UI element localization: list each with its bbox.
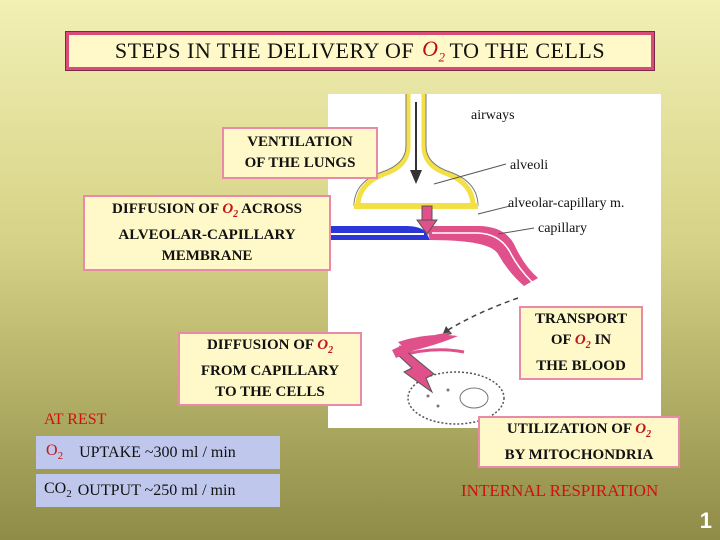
- step-diffusion-membrane: DIFFUSION OF O2 ACROSS ALVEOLAR-CAPILLAR…: [83, 195, 331, 271]
- capillary-arterial: [426, 226, 538, 286]
- airway-outline-left: [353, 94, 407, 207]
- stat-co2-symbol: CO2: [44, 480, 72, 501]
- at-rest-label: AT REST: [44, 411, 107, 428]
- step-diffusion-cells: DIFFUSION OF O2 FROM CAPILLARY TO THE CE…: [178, 332, 362, 406]
- step-transport: TRANSPORT OF O2 IN THE BLOOD: [519, 306, 643, 380]
- airflow-arrow-head: [410, 170, 422, 184]
- title-banner: STEPS IN THE DELIVERY OF O2 TO THE CELLS: [65, 31, 655, 71]
- title-suffix: TO THE CELLS: [449, 38, 606, 63]
- transport-path: [447, 297, 519, 331]
- airway-outline-right: [425, 94, 479, 207]
- stat-o2-uptake: O2 UPTAKE ~300 ml / min: [36, 436, 280, 469]
- capillary-pointer: [497, 227, 535, 235]
- stat-o2-symbol: O2: [46, 442, 64, 463]
- alveoli-pointer: [433, 163, 507, 185]
- label-airways: airways: [471, 108, 515, 123]
- step-utilization: UTILIZATION OF O2 BY MITOCHONDRIA: [478, 416, 680, 468]
- label-alveolar-capillary: alveolar-capillary m.: [508, 196, 625, 211]
- alveolar-capillary-pointer: [477, 205, 511, 215]
- cell-nucleus: [459, 387, 489, 409]
- label-capillary: capillary: [538, 221, 587, 236]
- capillary-arterial-highlight: [432, 232, 533, 283]
- page-number: 1: [699, 508, 712, 533]
- cell-organelle: [426, 394, 430, 398]
- stat-co2-text: OUTPUT ~250 ml / min: [77, 481, 236, 499]
- title-prefix: STEPS IN THE DELIVERY OF: [114, 38, 415, 63]
- label-alveoli: alveoli: [510, 158, 549, 173]
- stat-o2-text: UPTAKE ~300 ml / min: [79, 443, 236, 461]
- internal-respiration-label: INTERNAL RESPIRATION: [461, 481, 659, 500]
- transport-path-head: [442, 326, 452, 336]
- stat-co2-output: CO2 OUTPUT ~250 ml / min: [36, 474, 280, 507]
- title-o2: O2: [422, 36, 446, 65]
- tissue-cell: [407, 371, 505, 425]
- lung-diffusion-arrow-head: [416, 219, 438, 235]
- cell-organelle: [446, 388, 450, 392]
- cell-organelle: [436, 404, 440, 408]
